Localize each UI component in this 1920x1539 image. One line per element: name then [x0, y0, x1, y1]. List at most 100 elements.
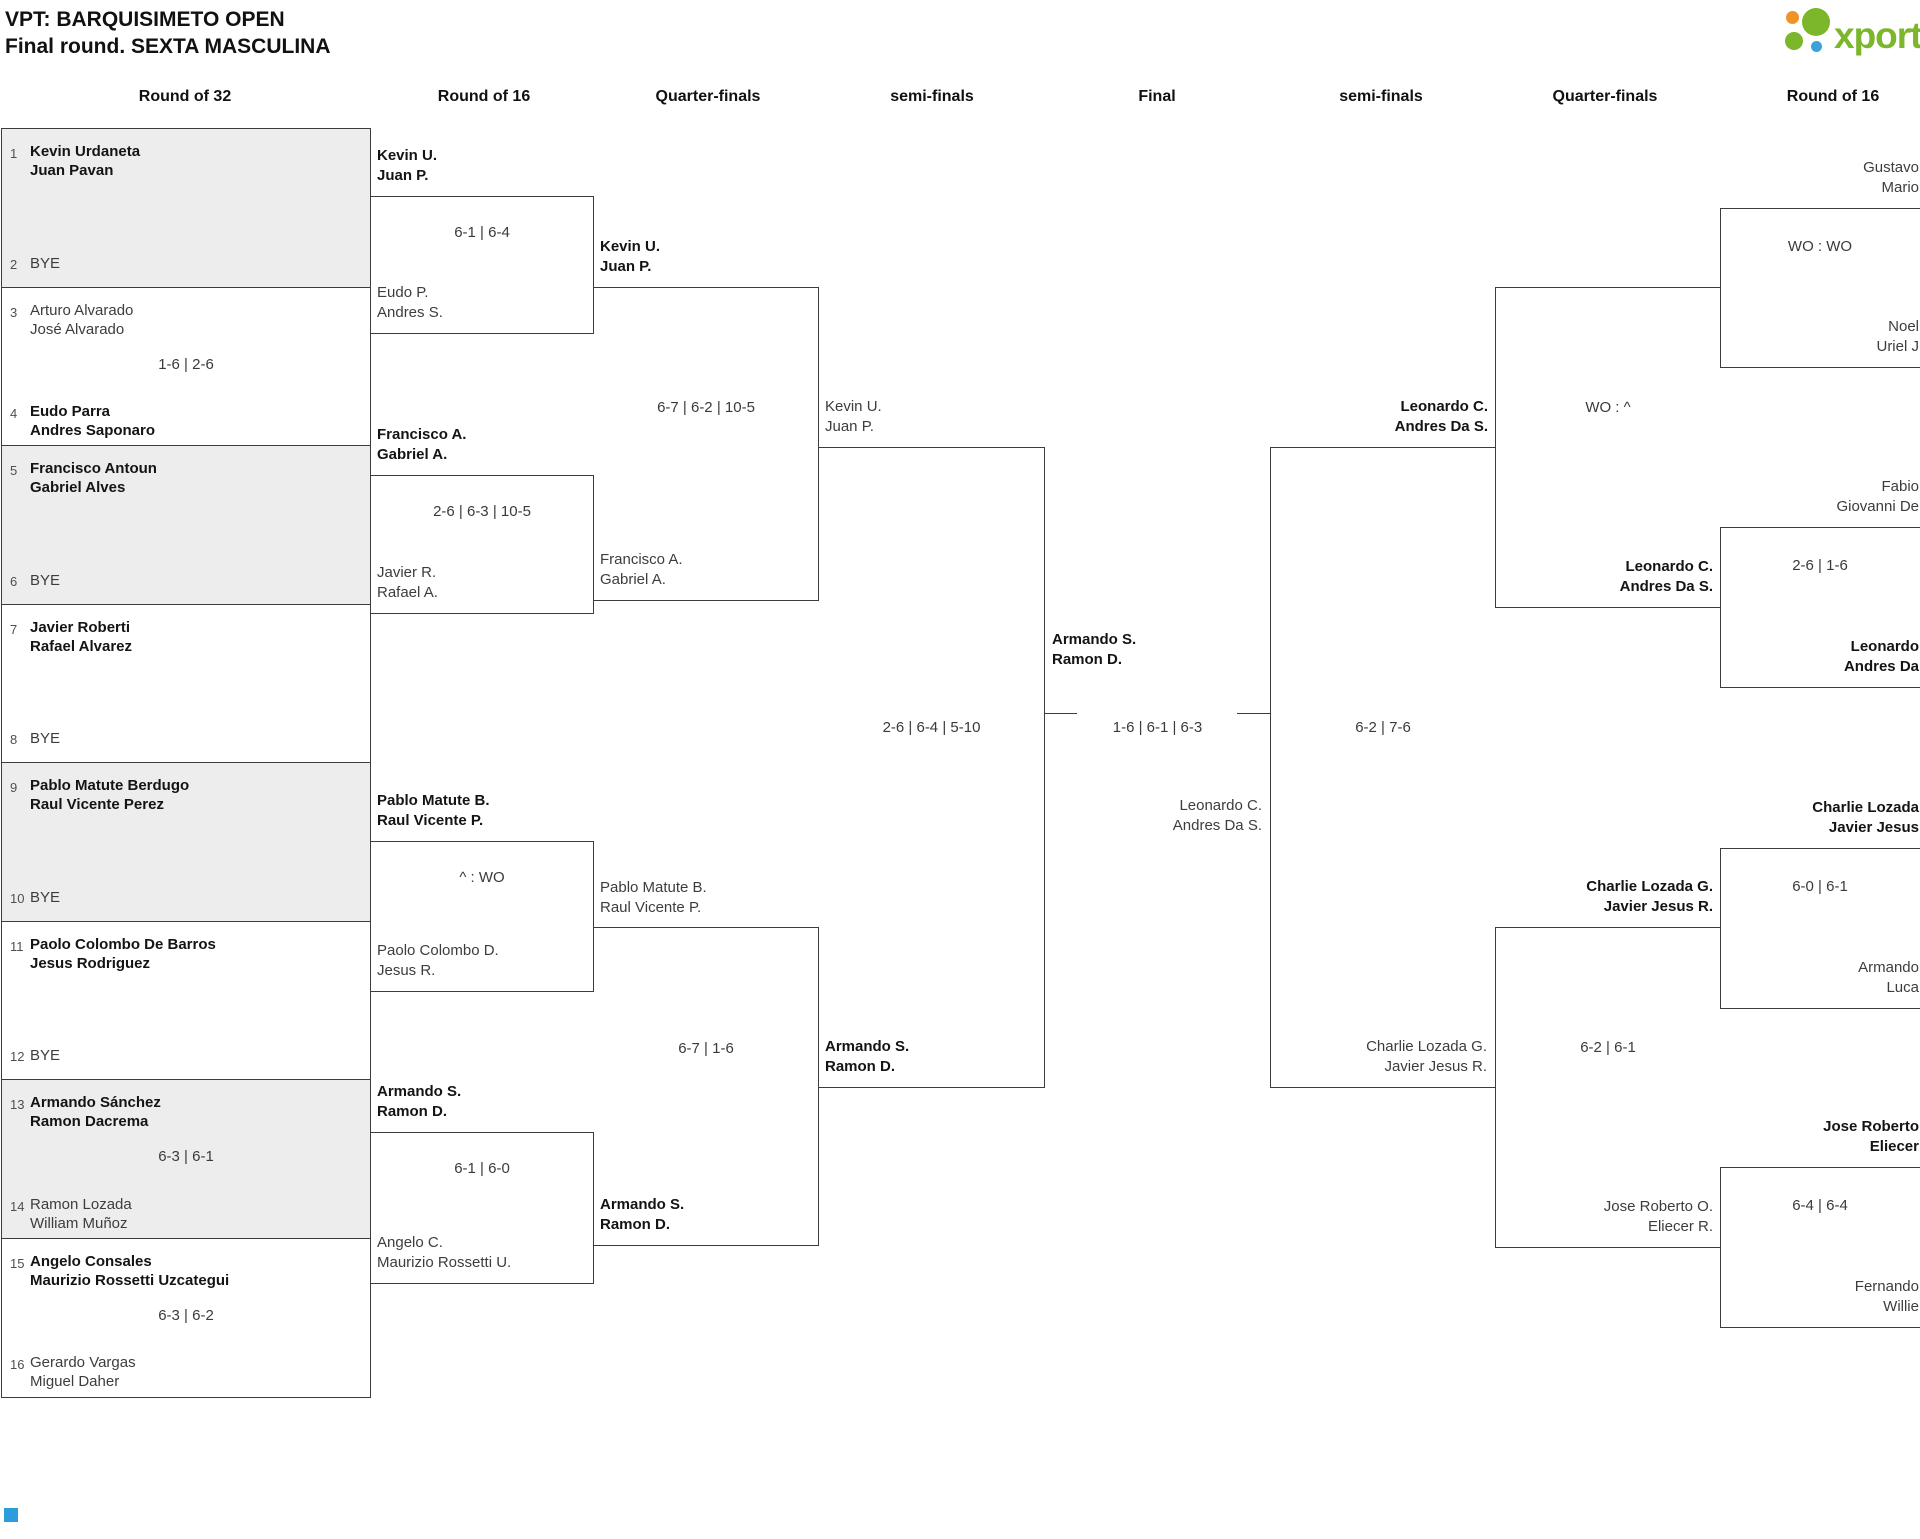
r32-match-7: 13 Armando Sánchez Ramon Dacrema 6-3 | 6… [2, 1080, 370, 1239]
team-names: Pablo Matute Berdugo Raul Vicente Perez [30, 776, 189, 814]
r16-left-m4-top-team: Armando S. Ramon D. [377, 1082, 589, 1122]
page-title: VPT: BARQUISIMETO OPEN Final round. SEXT… [5, 6, 331, 60]
player-name: Ramon Lozada [30, 1196, 132, 1213]
sf-left-bottom-team: Armando S. Ramon D. [825, 1037, 1037, 1077]
logo-dot-blue-icon [1811, 41, 1822, 52]
team-entry: 15 Angelo Consales Maurizio Rossetti Uzc… [10, 1252, 229, 1290]
final-left-team: Armando S. Ramon D. [1052, 630, 1264, 670]
column-header-round-of-16-left: Round of 16 [437, 88, 531, 105]
r16-left-m1-score: 6-1 | 6-4 [454, 224, 510, 241]
team-names: Francisco Antoun Gabriel Alves [30, 459, 157, 497]
player-name: Gabriel A. [377, 446, 448, 463]
player-name: Gabriel Alves [30, 479, 126, 496]
qf-left-match-1-connector [593, 287, 819, 601]
player-name: Ramon D. [600, 1216, 671, 1233]
r16-right-m1-bottom-team: Noel Uriel J [1749, 317, 1919, 357]
tournament-name: VPT: BARQUISIMETO OPEN [5, 8, 285, 31]
team-entry: 4 Eudo Parra Andres Saponaro [10, 402, 155, 440]
team-names: Arturo Alvarado José Alvarado [30, 301, 133, 339]
column-header-semi-finals-right: semi-finals [1339, 88, 1423, 105]
team-entry: 1 Kevin Urdaneta Juan Pavan [10, 142, 140, 180]
r32-match-3: 5 Francisco Antoun Gabriel Alves 6 BYE [2, 446, 370, 605]
r16-left-m2-bottom-team: Javier R. Rafael A. [377, 563, 589, 603]
seed-number: 6 [10, 574, 18, 589]
qf-right-m2-score: 6-2 | 6-1 [1580, 1039, 1636, 1056]
seed-number: 3 [10, 305, 18, 320]
player-name: Eliecer R. [1647, 1218, 1713, 1235]
seed-number: 5 [10, 463, 18, 478]
r16-right-match-2-connector [1720, 527, 1920, 688]
player-name: Charlie Lozada [1812, 799, 1919, 816]
player-name: Jose Roberto [1823, 1118, 1919, 1135]
column-header-final: Final [1138, 88, 1176, 105]
player-name: Armando S. [377, 1083, 462, 1100]
qf-left-match-2-connector [593, 927, 819, 1246]
sf-left-score: 2-6 | 6-4 | 5-10 [882, 719, 981, 736]
r16-right-m1-top-team: Gustavo Mario [1749, 158, 1919, 198]
player-name: Kevin U. [377, 147, 438, 164]
player-name: Fabio [1881, 478, 1919, 495]
player-name: Juan Pavan [30, 162, 114, 179]
r16-left-match-4-connector [370, 1132, 594, 1284]
r16-right-m4-bottom-team: Fernando Willie [1749, 1277, 1919, 1317]
team-entry: 5 Francisco Antoun Gabriel Alves [10, 459, 157, 497]
qf-right-m1-score: WO : ^ [1585, 399, 1631, 416]
player-name: Raul Vicente P. [600, 899, 702, 916]
player-name: Pablo Matute B. [377, 792, 490, 809]
final-right-team: Leonardo C. Andres Da S. [1052, 796, 1262, 836]
r16-left-m3-bottom-team: Paolo Colombo D. Jesus R. [377, 941, 589, 981]
player-name: Uriel J [1876, 338, 1919, 355]
seed-number: 13 [10, 1097, 25, 1112]
player-name: Fernando [1854, 1278, 1919, 1295]
qf-left-m2-bottom-team: Armando S. Ramon D. [600, 1195, 812, 1235]
team-entry: 16 Gerardo Vargas Miguel Daher [10, 1353, 136, 1391]
player-name: Juan P. [825, 418, 874, 435]
r16-right-m4-score: 6-4 | 6-4 [1792, 1197, 1848, 1214]
r16-left-m4-score: 6-1 | 6-0 [454, 1160, 510, 1177]
player-name: Leonardo C. [1625, 558, 1713, 575]
player-name: Jose Roberto O. [1603, 1198, 1713, 1215]
sf-left-connector [818, 447, 1045, 1088]
r16-right-match-4-connector [1720, 1167, 1920, 1328]
player-name: Armando S. [600, 1196, 685, 1213]
qf-right-m2-top-team: Charlie Lozada G. Javier Jesus R. [1503, 877, 1713, 917]
player-name: Arturo Alvarado [30, 302, 134, 319]
player-name: Raul Vicente Perez [30, 796, 164, 813]
player-name: Eliecer [1869, 1138, 1919, 1155]
qf-right-m2-bottom-team: Jose Roberto O. Eliecer R. [1503, 1197, 1713, 1237]
column-header-quarter-finals-right: Quarter-finals [1552, 88, 1658, 105]
player-name: Leonardo [1850, 638, 1919, 655]
xporty-logo[interactable]: xporty [1784, 5, 1920, 57]
logo-dot-green-large-icon [1802, 8, 1830, 36]
r16-right-m1-score: WO : WO [1787, 238, 1853, 255]
player-name: Giovanni De [1836, 498, 1919, 515]
player-name: Eudo Parra [30, 403, 111, 420]
player-name: Andres S. [377, 304, 443, 321]
bye-label: BYE [30, 730, 61, 747]
seed-number: 1 [10, 146, 18, 161]
sf-right-top-team: Leonardo C. Andres Da S. [1278, 397, 1488, 437]
r16-left-m1-bottom-team: Eudo P. Andres S. [377, 283, 589, 323]
qf-right-match-1-connector [1495, 287, 1721, 608]
qf-left-m2-top-team: Pablo Matute B. Raul Vicente P. [600, 878, 812, 918]
team-names: Angelo Consales Maurizio Rossetti Uzcate… [30, 1252, 229, 1290]
player-name: Willie [1883, 1298, 1919, 1315]
seed-number: 11 [10, 939, 24, 954]
r16-left-m2-score: 2-6 | 6-3 | 10-5 [433, 503, 531, 520]
team-names: Paolo Colombo De Barros Jesus Rodriguez [30, 935, 216, 973]
seed-number: 12 [10, 1049, 25, 1064]
bye-label: BYE [30, 572, 61, 589]
player-name: Andres Da S. [1619, 578, 1713, 595]
player-name: Maurizio Rossetti U. [377, 1254, 512, 1271]
seed-number: 16 [10, 1357, 25, 1372]
r16-left-match-1-connector [370, 196, 594, 334]
qf-right-m1-bottom-team: Leonardo C. Andres Da S. [1503, 557, 1713, 597]
player-name: Angelo C. [377, 1234, 443, 1251]
player-name: Eudo P. [377, 284, 429, 301]
player-name: José Alvarado [30, 321, 125, 338]
column-header-round-of-16-right: Round of 16 [1786, 88, 1880, 105]
player-name: Leonardo C. [1400, 398, 1488, 415]
player-name: Javier R. [377, 564, 437, 581]
widget-badge[interactable] [4, 1508, 18, 1522]
seed-number: 4 [10, 406, 18, 421]
